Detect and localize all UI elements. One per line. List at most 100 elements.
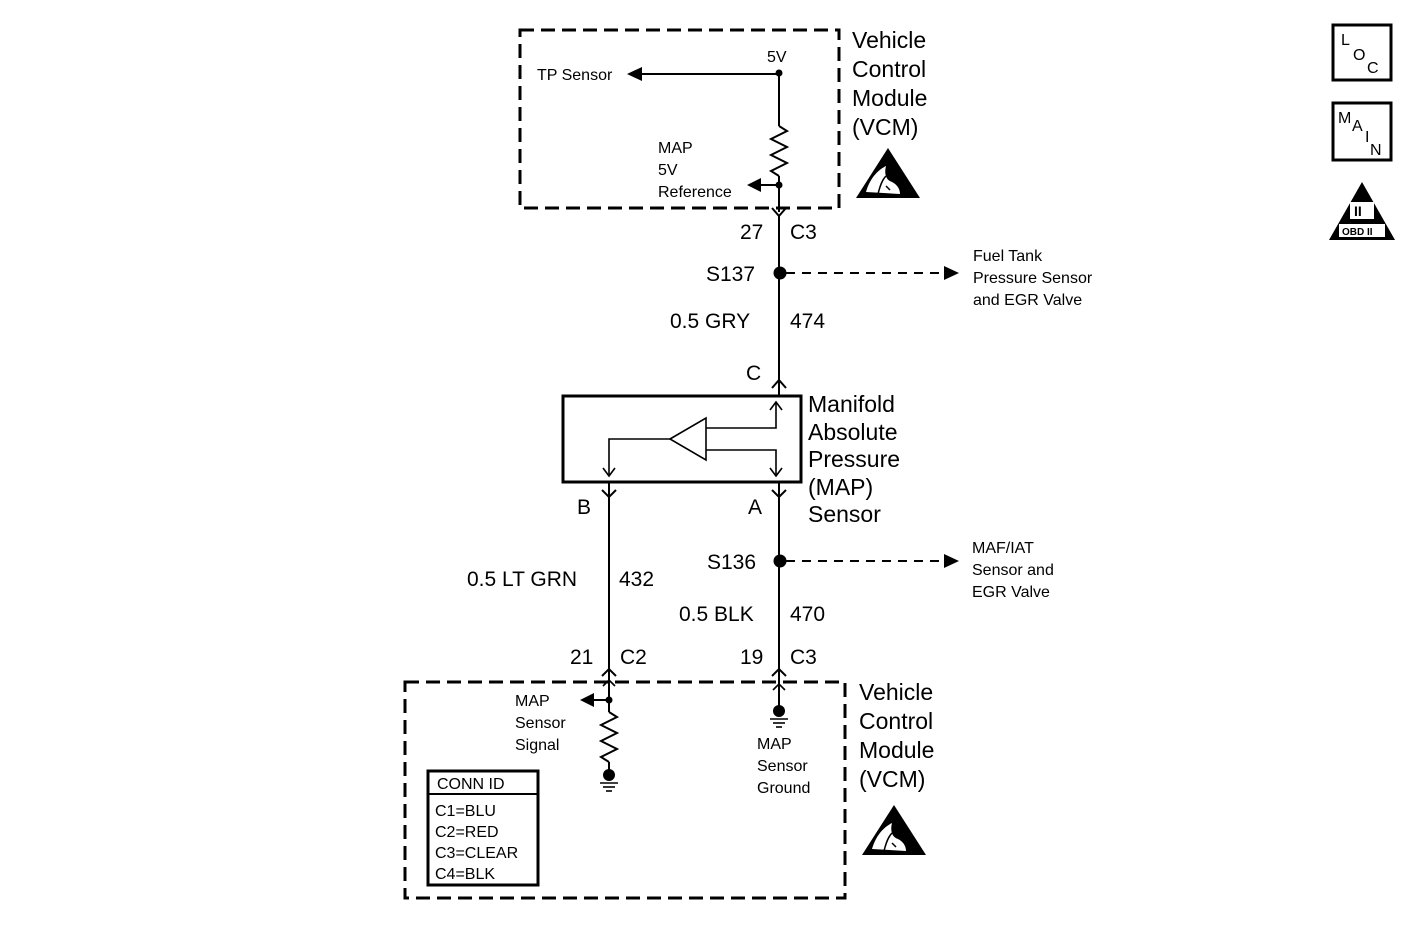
bottom-vcm-name-4: (VCM) xyxy=(859,766,925,792)
s136-dest-1: MAF/IAT xyxy=(972,540,1034,557)
terminal-c-connector-icon xyxy=(771,378,787,389)
splice-s136-label: S136 xyxy=(707,551,756,574)
s137-dest-3: and EGR Valve xyxy=(973,292,1082,309)
bottom-vcm-name-1: Vehicle xyxy=(859,679,933,705)
wire-470-circuit: 470 xyxy=(790,603,825,626)
top-vcm-name-4: (VCM) xyxy=(852,114,918,140)
main-letter: N xyxy=(1370,142,1382,159)
conn-id-row: C1=BLU xyxy=(435,803,496,820)
wire-474-circuit: 474 xyxy=(790,310,825,333)
conn-id-table: CONN ID C1=BLU C2=RED C3=CLEAR C4=BLK xyxy=(426,769,540,887)
top-vcm-name-1: Vehicle xyxy=(852,27,926,53)
signal-ground-icon xyxy=(600,782,618,792)
obd-ii-caption: OBD II xyxy=(1342,227,1373,238)
obd-ii-numeral: II xyxy=(1354,203,1362,219)
splice-s137-label: S137 xyxy=(706,263,755,286)
main-letter: A xyxy=(1352,118,1363,135)
wire-432-circuit: 432 xyxy=(619,568,654,591)
sensor-arrow-down-left-icon xyxy=(602,467,616,478)
bottom-vcm-module: MAP Sensor Signal MAP Sensor Ground CONN… xyxy=(403,676,934,900)
top-connector-label: C3 xyxy=(790,221,817,244)
amplifier-icon xyxy=(668,416,707,462)
top-vcm-boundary xyxy=(518,28,841,210)
signal-ground-node xyxy=(603,769,615,781)
loc-letter: O xyxy=(1353,47,1365,64)
sensor-arrow-down-right-icon xyxy=(769,467,783,478)
conn-id-row: C3=CLEAR xyxy=(435,845,518,862)
signal-label-1: MAP xyxy=(515,693,550,710)
ground-node xyxy=(773,705,785,717)
splice-s137-arrow-icon xyxy=(944,266,959,280)
signal-label-3: Signal xyxy=(515,737,559,754)
terminal-a-label: A xyxy=(748,496,762,519)
loc-letter: C xyxy=(1367,60,1379,77)
map-ref-line-3: Reference xyxy=(658,184,732,201)
map-sensor-body xyxy=(561,394,803,484)
sensor-name-5: Sensor xyxy=(808,501,881,527)
map-ref-line-2: 5V xyxy=(658,162,678,179)
top-vcm-name-3: Module xyxy=(852,85,927,111)
sensor-output xyxy=(608,438,670,476)
sensor-name-3: Pressure xyxy=(808,446,900,472)
bottom-vcm-name-2: Control xyxy=(859,708,933,734)
bottom-right-pin-label: 19 xyxy=(740,646,763,669)
wire-470-gauge: 0.5 BLK xyxy=(679,603,754,626)
sensor-input-upper xyxy=(706,402,777,429)
conn-id-row: C2=RED xyxy=(435,824,499,841)
main-letter: M xyxy=(1338,110,1351,127)
bottom-left-connector-label: C2 xyxy=(620,646,647,669)
map-sensor: Manifold Absolute Pressure (MAP) Sensor xyxy=(561,386,900,527)
conn-id-frame xyxy=(426,769,540,887)
sensor-name-2: Absolute xyxy=(808,419,898,445)
wire-474-gauge: 0.5 GRY xyxy=(670,310,750,333)
top-vcm-name-2: Control xyxy=(852,56,926,82)
ground-label-2: Sensor xyxy=(757,758,808,775)
c3-bottom-connector-icon xyxy=(771,667,787,677)
map-ref-line-1: MAP xyxy=(658,140,693,157)
loc-button[interactable]: L O C xyxy=(1331,23,1393,82)
pullup-resistor-icon xyxy=(768,125,790,177)
sensor-ground-icon xyxy=(770,718,788,728)
s136-dest-3: EGR Valve xyxy=(972,584,1050,601)
five-volt-label: 5V xyxy=(767,49,787,66)
terminal-c-label: C xyxy=(746,362,761,385)
s136-dest-2: Sensor and xyxy=(972,562,1054,579)
signal-label-2: Sensor xyxy=(515,715,566,732)
tp-sensor-label: TP Sensor xyxy=(537,67,613,84)
splice-s136-arrow-icon xyxy=(944,554,959,568)
signal-arrow-icon xyxy=(580,693,594,707)
conn-id-title: CONN ID xyxy=(437,776,505,793)
esd-warning-icon xyxy=(861,804,927,856)
reference-arrow-icon xyxy=(747,178,761,192)
bottom-vcm-name-3: Module xyxy=(859,737,934,763)
main-button[interactable]: M A I N xyxy=(1331,101,1393,162)
obd-ii-caption-bg xyxy=(1339,224,1385,237)
sensor-name-1: Manifold xyxy=(808,391,895,417)
main-button-frame[interactable] xyxy=(1331,101,1393,162)
sensor-arrow-up-icon xyxy=(769,400,783,411)
loc-button-frame[interactable] xyxy=(1331,23,1393,82)
top-vcm-module: TP Sensor 5V MAP 5V Reference Vehicle Co… xyxy=(518,27,927,212)
bottom-right-connector-label: C3 xyxy=(790,646,817,669)
terminal-b-label: B xyxy=(577,496,591,519)
top-pin-label: 27 xyxy=(740,221,763,244)
pulldown-resistor-icon xyxy=(598,711,620,763)
conn-id-row: C4=BLK xyxy=(435,866,495,883)
obd-ii-button[interactable]: II OBD II xyxy=(1329,182,1395,240)
tp-sensor-5v-wire xyxy=(640,73,780,75)
bottom-left-pin-label: 21 xyxy=(570,646,593,669)
splice-s136 xyxy=(773,554,787,568)
sensor-input-lower xyxy=(706,449,777,476)
splice-s137 xyxy=(773,266,787,280)
main-letter: I xyxy=(1365,129,1369,146)
wire-432-gauge: 0.5 LT GRN xyxy=(467,568,577,591)
c2-connector-icon xyxy=(601,667,617,677)
s137-dest-2: Pressure Sensor xyxy=(973,270,1093,287)
ground-label-3: Ground xyxy=(757,780,810,797)
sensor-name-4: (MAP) xyxy=(808,474,873,500)
loc-letter: L xyxy=(1341,32,1350,49)
s137-dest-1: Fuel Tank xyxy=(973,248,1043,265)
tp-sensor-arrow xyxy=(627,67,642,81)
esd-warning-icon xyxy=(855,147,921,199)
